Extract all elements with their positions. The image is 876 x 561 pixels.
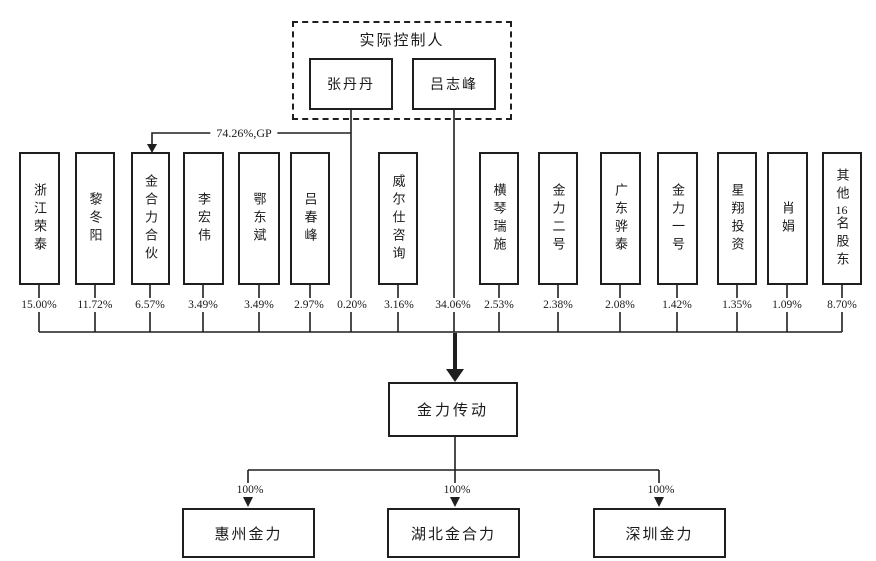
shareholder-box: 肖娟 — [767, 152, 808, 285]
shareholder-name: 其他16名股东 — [834, 167, 850, 270]
shareholder-box: 吕春峰 — [290, 152, 330, 285]
controller-name: 吕志峰 — [430, 78, 478, 93]
stake-percent: 2.53% — [483, 298, 515, 312]
shareholder-box: 星翔投资 — [717, 152, 757, 285]
gp-edge-label: 74.26%,GP — [210, 126, 278, 140]
arrowhead-company — [446, 369, 464, 382]
shareholder-name: 广东骅泰 — [613, 182, 628, 255]
stake-percent: 1.09% — [771, 298, 803, 312]
shareholder-name: 星翔投资 — [729, 182, 745, 255]
subsidiary-name: 惠州金力 — [214, 526, 283, 543]
shareholder-name: 肖娟 — [780, 200, 795, 237]
shareholder-box: 金合力合伙 — [131, 152, 170, 285]
stake-percent: 2.38% — [542, 298, 574, 312]
stake-percent: 3.49% — [187, 298, 219, 312]
shareholder-box: 横琴瑞施 — [479, 152, 519, 285]
shareholder-name: 金力一号 — [670, 182, 685, 255]
stake-percent: 2.97% — [293, 298, 325, 312]
shareholder-name: 横琴瑞施 — [491, 182, 507, 255]
shareholder-name: 威尔仕咨询 — [390, 173, 406, 264]
stake-percent: 6.57% — [134, 298, 166, 312]
shareholder-name: 金力二号 — [550, 182, 566, 255]
shareholder-name: 李宏伟 — [196, 191, 211, 246]
controller-name: 张丹丹 — [327, 78, 375, 93]
actual-controller-group — [292, 21, 512, 120]
subsidiary-box: 深圳金力 — [593, 508, 726, 558]
subsidiary-box: 惠州金力 — [182, 508, 315, 558]
shareholder-box: 广东骅泰 — [600, 152, 641, 285]
shareholder-name: 金合力合伙 — [143, 173, 158, 264]
shareholder-box: 黎冬阳 — [75, 152, 115, 285]
shareholder-name: 鄂东斌 — [251, 191, 267, 246]
subsidiary-percent: 100% — [646, 483, 676, 497]
stake-percent: 15.00% — [20, 298, 58, 312]
stake-percent: 34.06% — [434, 298, 472, 312]
stake-percent: 3.16% — [383, 298, 415, 312]
company-name: 金力传动 — [416, 403, 489, 419]
subsidiary-percent: 100% — [442, 483, 472, 497]
shareholder-box: 金力二号 — [538, 152, 578, 285]
actual-controller-label: 实际控制人 — [359, 33, 445, 49]
shareholder-name: 吕春峰 — [302, 191, 318, 246]
controller-box-lvzhifeng: 吕志峰 — [412, 58, 496, 110]
subsidiary-box: 湖北金合力 — [387, 508, 520, 558]
shareholder-box: 李宏伟 — [183, 152, 224, 285]
arrowhead-gp — [147, 144, 157, 153]
stake-percent: 1.42% — [661, 298, 693, 312]
arrowhead-sub-3 — [654, 497, 664, 507]
stake-percent: 0.20% — [336, 298, 368, 312]
stake-percent: 1.35% — [721, 298, 753, 312]
company-box: 金力传动 — [388, 382, 518, 437]
stake-percent: 8.70% — [826, 298, 858, 312]
shareholder-box: 其他16名股东 — [822, 152, 862, 285]
stake-percent: 2.08% — [604, 298, 636, 312]
shareholder-box: 金力一号 — [657, 152, 698, 285]
shareholder-name: 浙江荣泰 — [32, 182, 47, 255]
stake-percent: 11.72% — [76, 298, 114, 312]
subsidiary-percent: 100% — [235, 483, 265, 497]
shareholder-box: 威尔仕咨询 — [378, 152, 418, 285]
subsidiary-name: 湖北金合力 — [410, 526, 496, 543]
shareholder-box: 浙江荣泰 — [19, 152, 60, 285]
arrowhead-sub-2 — [450, 497, 460, 507]
stake-percent: 3.49% — [243, 298, 275, 312]
controller-box-zhangdandan: 张丹丹 — [309, 58, 393, 110]
shareholder-name: 黎冬阳 — [87, 191, 103, 246]
shareholder-box: 鄂东斌 — [238, 152, 280, 285]
subsidiary-name: 深圳金力 — [625, 526, 694, 543]
arrowhead-sub-1 — [243, 497, 253, 507]
